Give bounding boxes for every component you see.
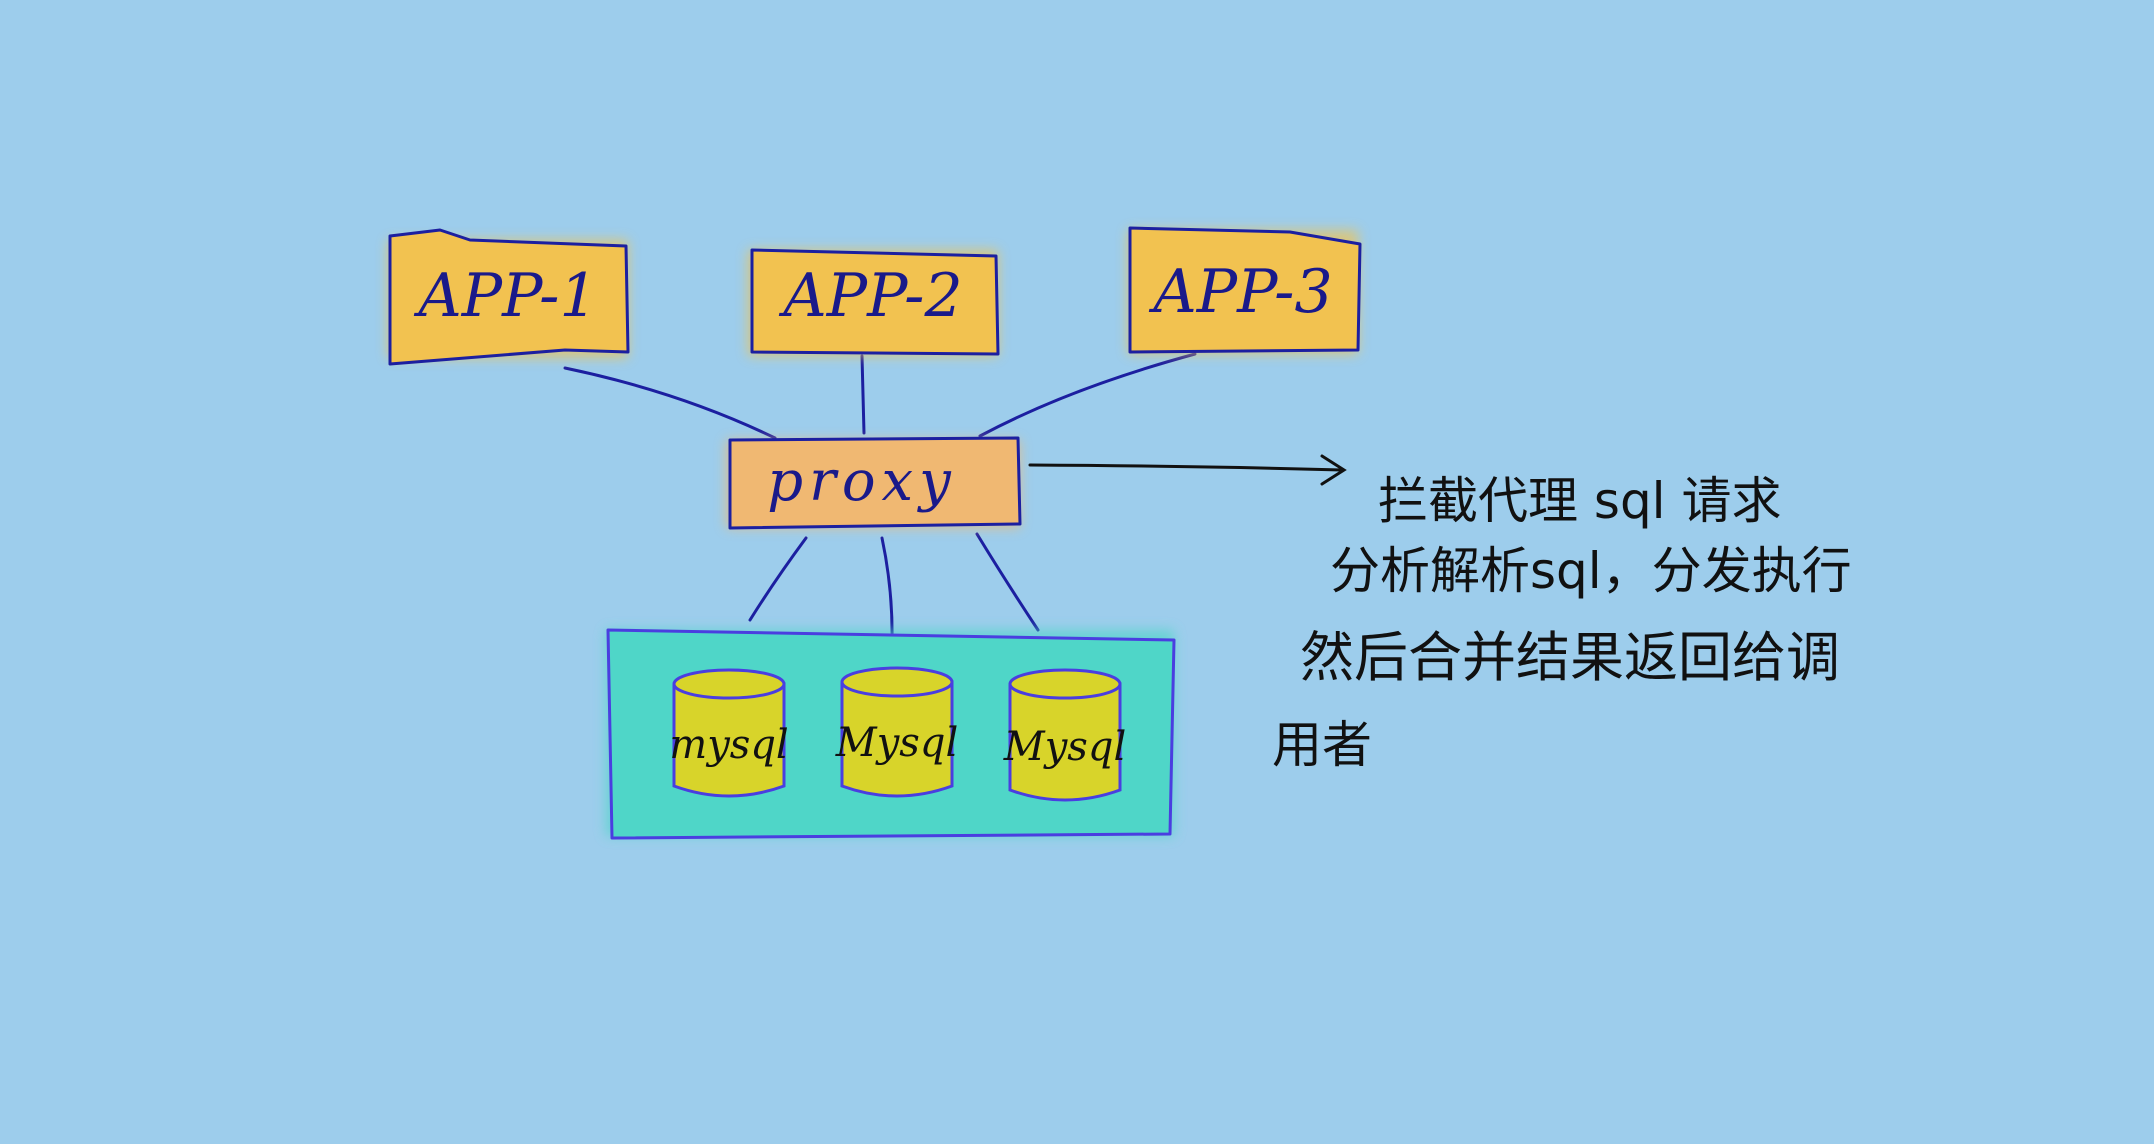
app-box-3: APP-3	[1128, 226, 1362, 354]
annotation-line-1: 拦截代理 sql 请求	[1378, 472, 1781, 530]
connector-proxy-db1	[748, 536, 808, 622]
mysql-db-3: Mysql	[1003, 668, 1126, 802]
proxy-db-connectors	[748, 532, 1040, 644]
database-cluster: mysql Mysql Mysql	[606, 628, 1176, 840]
annotation-note: 拦截代理 sql 请求 分析解析sql，分发执行 然后合并结果返回给调 用者	[1272, 472, 1852, 774]
arrowhead-icon	[1320, 454, 1347, 486]
mysql-db-1: mysql	[669, 668, 789, 798]
annotation-line-3: 然后合并结果返回给调	[1300, 626, 1840, 689]
connector-app3-proxy	[978, 352, 1197, 438]
connector-proxy-db2	[880, 536, 894, 644]
app-proxy-connectors	[563, 352, 1197, 440]
mysql-label-1: mysql	[669, 722, 788, 768]
annotation-line-2: 分析解析sql，分发执行	[1330, 542, 1852, 600]
app-label-1: APP-1	[413, 261, 597, 331]
mysql-label-2: Mysql	[835, 720, 958, 766]
annotation-line-4: 用者	[1272, 716, 1372, 774]
app-label-3: APP-3	[1148, 257, 1332, 327]
app-label-2: APP-2	[778, 261, 962, 331]
proxy-box: proxy	[726, 436, 1022, 530]
connector-proxy-db3	[975, 532, 1040, 632]
mysql-label-3: Mysql	[1003, 724, 1126, 770]
annotation-arrow	[1028, 454, 1347, 486]
mysql-db-2: Mysql	[835, 666, 958, 798]
connector-app1-proxy	[563, 366, 777, 440]
app-box-2: APP-2	[748, 248, 1000, 356]
proxy-label: proxy	[767, 449, 957, 514]
app-box-1: APP-1	[388, 228, 630, 366]
connector-app2-proxy	[860, 354, 866, 435]
